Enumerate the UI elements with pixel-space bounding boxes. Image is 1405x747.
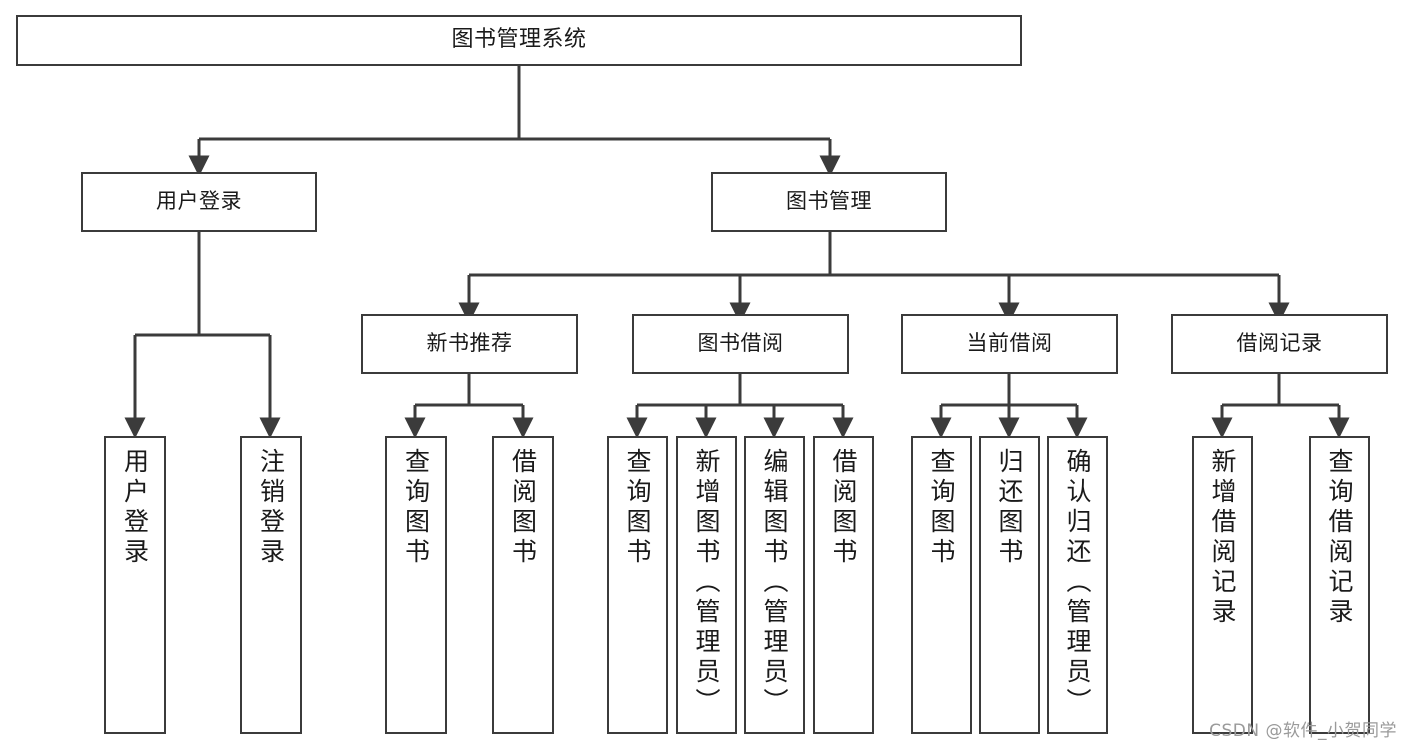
leaf-book-borrow-add-book-admin[interactable]: 新增图书（管理员） [676,436,737,734]
watermark: CSDN @软件_小贺同学 [1209,721,1397,741]
leaf-current-borrow-confirm-return-admin[interactable]: 确认归还（管理员） [1047,436,1108,734]
node-label: 编辑图书（管理员） [760,448,789,718]
node-borrow-record[interactable]: 借阅记录 [1171,314,1388,374]
node-label: 归还图书 [995,448,1024,568]
node-label: 图书管理系统 [451,27,587,53]
node-root-book-management-system[interactable]: 图书管理系统 [16,15,1022,66]
node-label: 借阅图书 [829,448,858,568]
node-label: 确认归还（管理员） [1063,448,1092,718]
node-label: 新书推荐 [426,331,513,356]
node-label: 借阅记录 [1236,331,1323,356]
node-label: 用户登录 [120,448,150,568]
leaf-book-borrow-edit-book-admin[interactable]: 编辑图书（管理员） [744,436,805,734]
leaf-current-borrow-return-book[interactable]: 归还图书 [979,436,1040,734]
leaf-book-borrow-query-book[interactable]: 查询图书 [607,436,668,734]
node-label: 新增图书（管理员） [692,448,721,718]
node-new-book-recommend[interactable]: 新书推荐 [361,314,578,374]
node-book-management[interactable]: 图书管理 [711,172,947,232]
node-label: 查询图书 [401,448,431,568]
node-label: 当前借阅 [966,331,1053,356]
leaf-new-book-borrow-book[interactable]: 借阅图书 [492,436,554,734]
node-label: 借阅图书 [508,448,538,568]
leaf-borrow-record-query-record[interactable]: 查询借阅记录 [1309,436,1370,734]
node-label: 用户登录 [156,189,242,214]
node-label: 查询图书 [927,448,956,568]
leaf-borrow-record-add-record[interactable]: 新增借阅记录 [1192,436,1253,734]
node-label: 图书借阅 [697,331,784,356]
node-label: 查询借阅记录 [1325,448,1354,628]
leaf-current-borrow-query-book[interactable]: 查询图书 [911,436,972,734]
node-user-login[interactable]: 用户登录 [81,172,317,232]
node-label: 图书管理 [786,189,872,214]
node-book-borrow[interactable]: 图书借阅 [632,314,849,374]
node-current-borrow[interactable]: 当前借阅 [901,314,1118,374]
leaf-user-login-login[interactable]: 用户登录 [104,436,166,734]
node-label: 注销登录 [256,448,286,568]
leaf-new-book-query-book[interactable]: 查询图书 [385,436,447,734]
node-label: 查询图书 [623,448,652,568]
node-label: 新增借阅记录 [1208,448,1237,628]
leaf-user-login-logout[interactable]: 注销登录 [240,436,302,734]
leaf-book-borrow-borrow-book[interactable]: 借阅图书 [813,436,874,734]
